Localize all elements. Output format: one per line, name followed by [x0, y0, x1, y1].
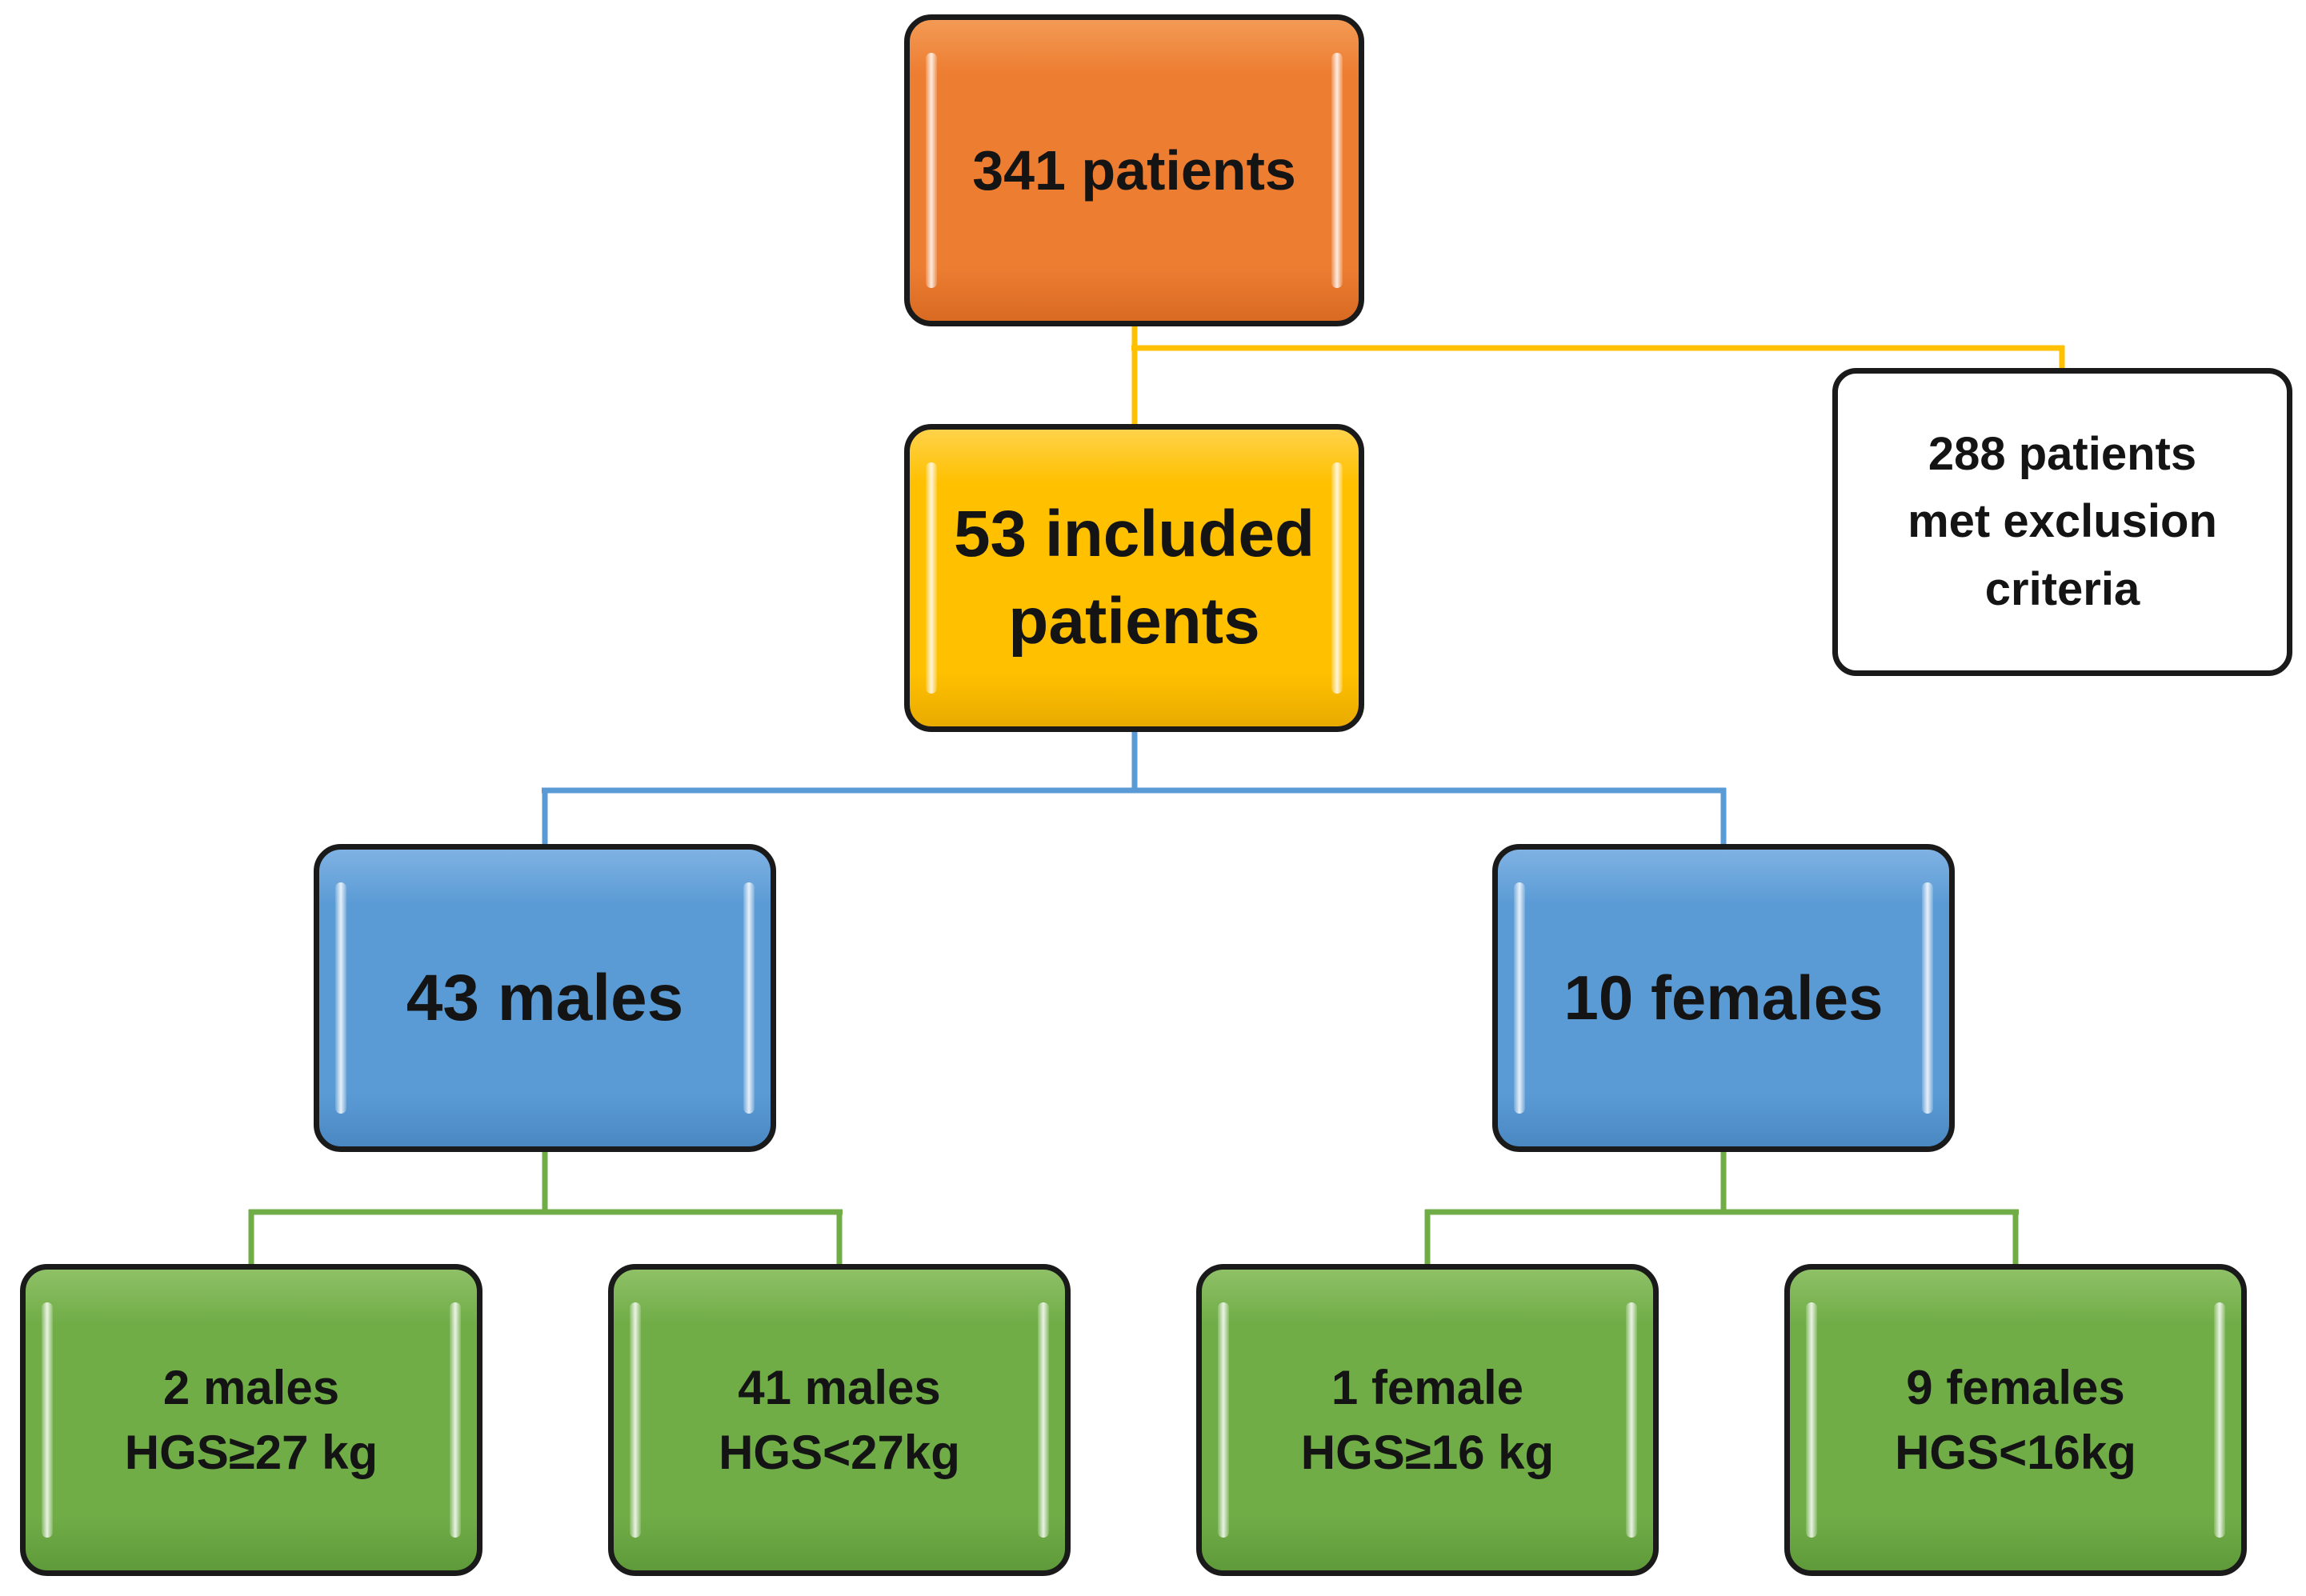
node-males: 43 males: [314, 844, 776, 1152]
node-included-patients: 53 included patients: [904, 424, 1364, 732]
connector-included-branch: [542, 730, 1727, 846]
node-excluded-patients: 288 patients met exclusion criteria: [1832, 368, 2292, 676]
node-females: 10 females: [1492, 844, 1955, 1152]
node-females-label: 10 females: [1563, 962, 1884, 1033]
node-females-hgs-low-label: 9 females HGS<16kg: [1895, 1361, 2136, 1479]
node-excluded-patients-label: 288 patients met exclusion criteria: [1908, 428, 2217, 615]
connector-total-branch: [1131, 324, 2065, 426]
node-females-hgs-low: 9 females HGS<16kg: [1784, 1264, 2247, 1576]
connector-males-branch: [248, 1150, 843, 1266]
node-males-hgs-low: 41 males HGS<27kg: [608, 1264, 1071, 1576]
node-males-label: 43 males: [406, 961, 684, 1034]
connector-females-branch: [1424, 1150, 2019, 1266]
node-males-hgs-high: 2 males HGS≥27 kg: [20, 1264, 482, 1576]
node-females-hgs-high: 1 female HGS≥16 kg: [1196, 1264, 1659, 1576]
node-males-hgs-high-label: 2 males HGS≥27 kg: [124, 1361, 378, 1479]
node-total-patients: 341 patients: [904, 14, 1364, 326]
node-females-hgs-high-label: 1 female HGS≥16 kg: [1300, 1361, 1555, 1479]
node-included-patients-label: 53 included patients: [953, 498, 1315, 658]
node-total-patients-label: 341 patients: [972, 139, 1296, 202]
node-males-hgs-low-label: 41 males HGS<27kg: [719, 1361, 960, 1479]
